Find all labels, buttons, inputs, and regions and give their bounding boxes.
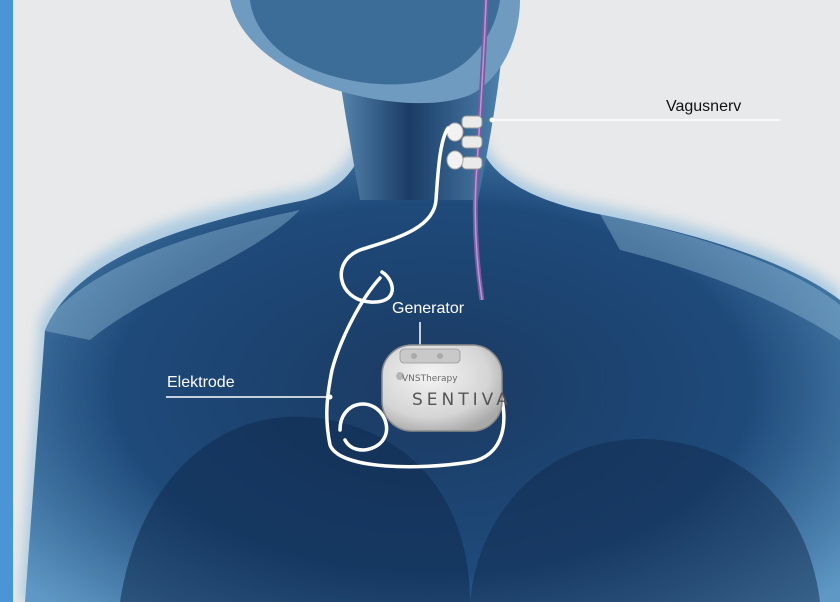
- device-model: SENTIVA: [412, 390, 512, 410]
- accent-bar: [0, 0, 13, 602]
- vagus-nerve-label: Vagusnerv: [666, 98, 741, 116]
- generator-label: Generator: [392, 300, 464, 318]
- electrode-label: Elektrode: [167, 374, 235, 392]
- generator-device: [382, 345, 502, 431]
- device-brand: VNSTherapy: [402, 374, 458, 384]
